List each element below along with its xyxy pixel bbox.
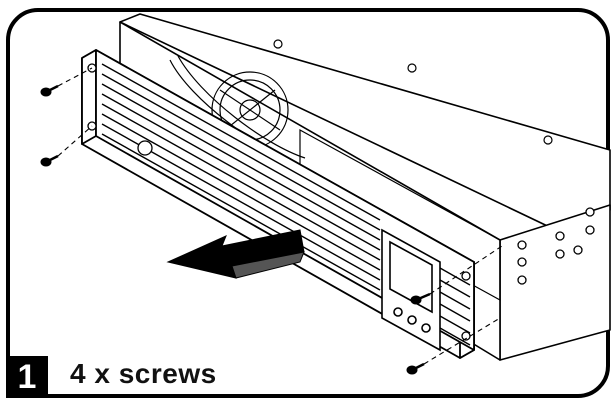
screw-alignment-guides bbox=[57, 67, 503, 365]
rack-ear-holes bbox=[517, 207, 595, 285]
display-button-icon bbox=[393, 307, 403, 317]
screw-icon bbox=[410, 292, 431, 305]
bezel-mount-holes bbox=[87, 63, 471, 341]
screw-icon bbox=[40, 84, 59, 97]
step-number-badge: 1 bbox=[6, 356, 48, 398]
display-button-icon bbox=[407, 315, 417, 325]
screw-icon bbox=[40, 154, 59, 167]
screw-icon bbox=[406, 362, 425, 375]
step-caption: 4 x screws bbox=[70, 358, 217, 389]
bezel-release-knob-icon bbox=[137, 140, 153, 156]
display-button-icon bbox=[421, 323, 431, 333]
lcd-display-window bbox=[381, 228, 441, 352]
removal-direction-arrow-icon bbox=[166, 229, 305, 279]
